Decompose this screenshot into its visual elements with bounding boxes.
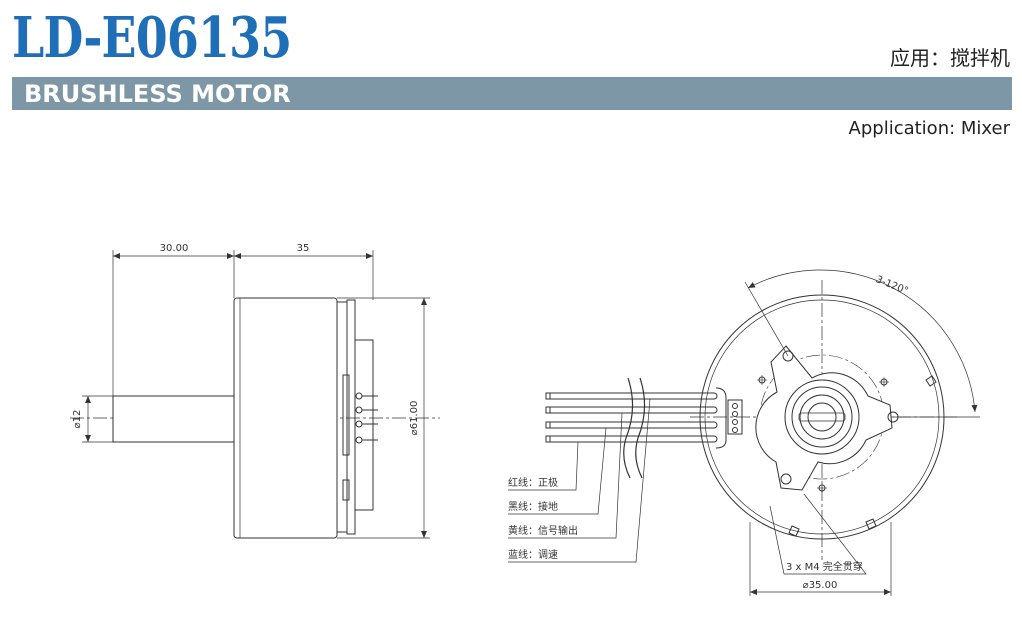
mount-hole — [780, 473, 792, 485]
dim-body-length: 35 — [297, 243, 310, 254]
wire-label-red: 红线：正极 — [508, 476, 558, 489]
category-banner: BRUSHLESS MOTOR — [12, 77, 1012, 110]
dim-shaft-length: 30.00 — [160, 243, 189, 254]
connector-block — [354, 339, 374, 511]
terminal-pad — [355, 436, 363, 444]
pcb-board — [336, 301, 348, 533]
motor-body — [233, 297, 338, 539]
rim-slot — [865, 518, 877, 530]
lead-wires — [545, 377, 727, 479]
leader-yellow — [508, 412, 623, 539]
terminal-pad — [355, 392, 363, 400]
front-view — [508, 269, 980, 596]
dim-body-dia: ⌀61.00 — [409, 401, 420, 436]
dim-pcd: ⌀35.00 — [803, 580, 838, 591]
terminal-block — [727, 399, 743, 435]
side-view — [70, 250, 440, 539]
leader-red — [508, 441, 579, 491]
rim-slot — [788, 525, 800, 537]
dim-angle-arc — [747, 269, 978, 413]
leader-hole — [784, 493, 867, 575]
dim-shaft-dia: ⌀12 — [72, 410, 83, 429]
terminal-pad — [355, 420, 363, 428]
motor-shaft — [112, 395, 235, 443]
wire-label-yellow: 黄线：信号输出 — [508, 524, 578, 537]
hub-outer — [784, 379, 860, 455]
category-label: BRUSHLESS MOTOR — [24, 80, 291, 108]
leader-blue — [508, 398, 651, 563]
application-en: Application: Mixer — [848, 118, 1010, 139]
model-number: LD-E06135 — [12, 5, 292, 71]
application-cn: 应用：搅拌机 — [890, 46, 1010, 70]
leader-black — [508, 427, 607, 515]
hole-note: 3 x M4 完全贯穿 — [786, 560, 863, 573]
wire-label-black: 黑线：接地 — [508, 500, 558, 513]
terminal-pad — [355, 406, 363, 414]
dim-angle: 3-120° — [874, 274, 910, 297]
wire-label-blue: 蓝线：调速 — [508, 548, 558, 561]
